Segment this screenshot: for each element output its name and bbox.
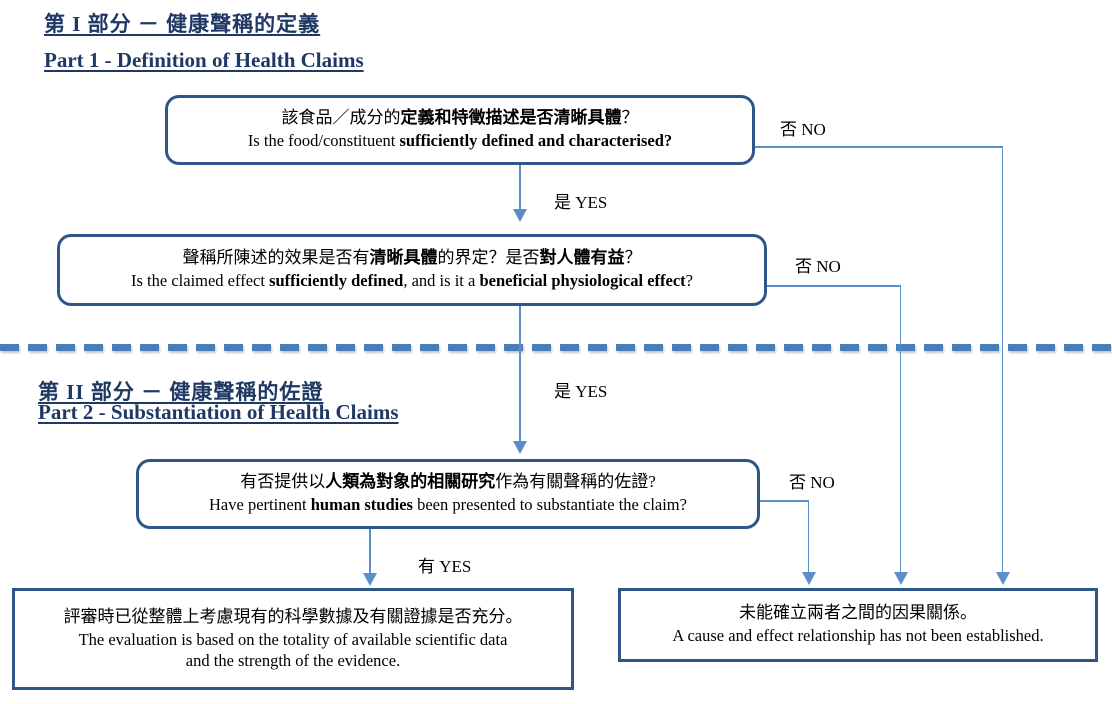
edge-label-define-yes-cn: 是	[554, 193, 571, 212]
text-run-bold: beneficial physiological effect	[479, 271, 686, 291]
text-run: ？	[621, 108, 639, 128]
text-run: been presented to substantiate the claim…	[412, 495, 687, 515]
edge-label-effect-no-cn: 否	[795, 257, 812, 276]
edge-label-effect-yes-cn: 是	[554, 382, 571, 401]
connector-define-no-vertical	[1001, 146, 1004, 573]
part2-heading-english: Part 2 - Substantiation of Health Claims	[38, 400, 399, 424]
edge-label-define-yes: 是 YES	[554, 188, 607, 213]
part1-heading-chinese: 第 I 部分 － 健康聲稱的定義	[44, 12, 321, 36]
decision-box-claimed-effect[interactable]: 聲稱所陳述的效果是否有清晰具體的界定？是否對人體有益？ Is the claim…	[57, 234, 767, 306]
text-run-bold: 人類為對象的相關研究	[325, 472, 496, 492]
text-run: 聲稱所陳述的效果是否有	[182, 248, 370, 268]
text-run: , and is it a	[403, 271, 480, 291]
text-run-bold: sufficiently defined and characterised?	[399, 131, 673, 151]
edge-label-effect-yes-en: YES	[575, 382, 608, 401]
text-run: Have pertinent	[209, 495, 311, 515]
arrowhead-define-no	[996, 572, 1010, 585]
outcome-box-no-relationship-english: A cause and effect relationship has not …	[672, 626, 1044, 646]
edge-label-define-no-en: NO	[801, 120, 826, 139]
text-run: ?	[685, 271, 693, 291]
text-run: 作為有關聲稱的佐證?	[495, 472, 656, 492]
text-run-bold: 定義和特徵描述是否清晰具體	[400, 108, 622, 128]
edge-label-human-yes: 有 YES	[418, 552, 471, 577]
arrowhead-human-no	[802, 572, 816, 585]
text-run-bold: 對人體有益	[539, 248, 625, 268]
edge-label-human-no-en: NO	[810, 473, 835, 492]
arrowhead-human-yes	[363, 573, 377, 586]
arrowhead-effect-yes	[513, 441, 527, 454]
outcome-box-evaluation-english-line1: The evaluation is based on the totality …	[78, 629, 508, 649]
edge-label-effect-no: 否 NO	[795, 252, 841, 277]
decision-box-human-studies-english: Have pertinent human studies been presen…	[209, 494, 687, 516]
connector-effect-no-horizontal	[767, 285, 901, 287]
arrowhead-define-yes	[513, 209, 527, 222]
edge-label-effect-yes: 是 YES	[554, 377, 607, 402]
outcome-box-evaluation-english-line2: and the strength of the evidence.	[185, 651, 401, 671]
text-run: Is the food/constituent	[247, 131, 400, 151]
part2-heading-chinese: 第 II 部分 － 健康聲稱的佐證	[38, 380, 324, 404]
text-run: Is the claimed effect	[131, 271, 270, 291]
edge-label-human-yes-en: YES	[439, 557, 472, 576]
text-run: 的界定？是否	[437, 248, 540, 268]
text-run-bold: human studies	[310, 495, 413, 515]
decision-box-human-studies-chinese: 有否提供以人類為對象的相關研究作為有關聲稱的佐證?	[240, 471, 656, 494]
outcome-box-no-relationship[interactable]: 未能確立兩者之間的因果關係。 A cause and effect relati…	[618, 588, 1098, 662]
outcome-box-no-relationship-chinese: 未能確立兩者之間的因果關係。	[739, 603, 977, 623]
connector-human-no-vertical	[807, 500, 810, 573]
decision-box-definition-chinese: 該食品／成分的定義和特徵描述是否清晰具體？	[282, 107, 639, 130]
connector-define-yes	[519, 165, 522, 213]
arrowhead-effect-no	[894, 572, 908, 585]
edge-label-define-no: 否 NO	[780, 115, 826, 140]
edge-label-human-yes-cn: 有	[418, 557, 435, 576]
decision-box-definition[interactable]: 該食品／成分的定義和特徵描述是否清晰具體？ Is the food/consti…	[165, 95, 755, 165]
edge-label-human-no: 否 NO	[789, 468, 835, 493]
text-run: 有否提供以	[240, 472, 326, 492]
connector-human-yes	[369, 529, 372, 574]
text-run: ？	[624, 248, 642, 268]
text-run-bold: 清晰具體	[369, 248, 438, 268]
decision-box-claimed-effect-english: Is the claimed effect sufficiently defin…	[131, 270, 693, 292]
outcome-box-evaluation-chinese: 評審時已從整體上考慮現有的科學數據及有關證據是否充分。	[63, 606, 523, 626]
edge-label-define-no-cn: 否	[780, 120, 797, 139]
connector-effect-no-vertical	[899, 285, 902, 573]
text-run: 該食品／成分的	[281, 108, 401, 128]
decision-box-definition-english: Is the food/constituent sufficiently def…	[248, 130, 672, 152]
text-run-bold: sufficiently defined	[269, 271, 404, 291]
edge-label-human-no-cn: 否	[789, 473, 806, 492]
outcome-box-evaluation[interactable]: 評審時已從整體上考慮現有的科學數據及有關證據是否充分。 The evaluati…	[12, 588, 574, 690]
edge-label-effect-no-en: NO	[816, 257, 841, 276]
part1-heading-english: Part 1 - Definition of Health Claims	[44, 48, 364, 72]
connector-human-no-horizontal	[760, 500, 809, 502]
section-divider	[0, 344, 1112, 351]
decision-box-human-studies[interactable]: 有否提供以人類為對象的相關研究作為有關聲稱的佐證? Have pertinent…	[136, 459, 760, 529]
connector-effect-yes	[519, 306, 522, 445]
edge-label-define-yes-en: YES	[575, 193, 608, 212]
decision-box-claimed-effect-chinese: 聲稱所陳述的效果是否有清晰具體的界定？是否對人體有益？	[183, 247, 642, 270]
connector-define-no-horizontal	[755, 146, 1003, 148]
